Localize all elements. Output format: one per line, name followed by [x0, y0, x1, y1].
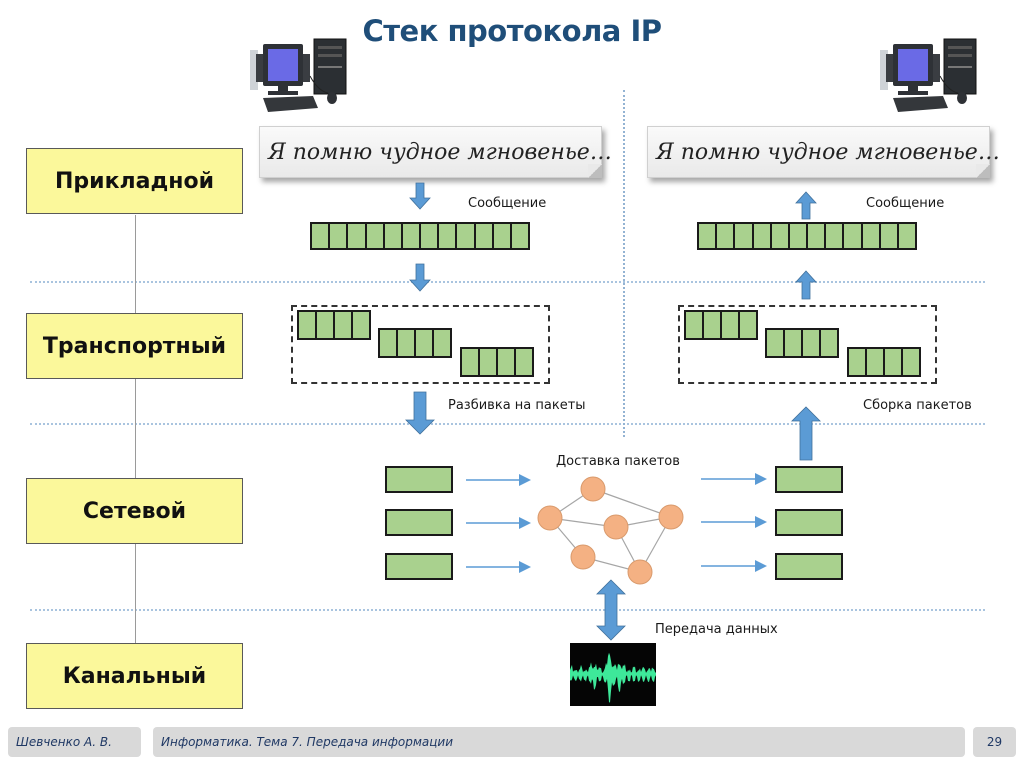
layer-application: Прикладной [26, 148, 243, 214]
packet-group [847, 347, 921, 377]
arrow-down-icon [409, 263, 431, 292]
message-cell [398, 330, 416, 356]
message-cell [849, 349, 867, 375]
packet-group [460, 347, 534, 377]
message-cell [494, 224, 512, 248]
footer-author: Шевченко А. В. [8, 727, 141, 757]
message-cell [790, 224, 809, 248]
network-node [658, 504, 684, 530]
layer-divider [30, 281, 985, 283]
split-label: Разбивка на пакеты [448, 398, 586, 413]
message-cell [403, 224, 422, 248]
receiver-network-packet [775, 466, 843, 493]
layer-divider [30, 609, 985, 611]
network-node [627, 559, 653, 585]
message-cell [863, 224, 881, 248]
layer-network: Сетевой [26, 478, 243, 544]
receiver-packets-box [678, 305, 937, 384]
message-cell [480, 349, 498, 375]
footer-course: Информатика. Тема 7. Передача информации [153, 727, 965, 757]
page-fold-icon [588, 164, 602, 178]
message-cell [722, 312, 740, 338]
page-fold-icon [976, 164, 990, 178]
receiver-message-label: Сообщение [866, 196, 945, 211]
message-cell [498, 349, 516, 375]
double-arrow-icon [596, 579, 626, 641]
message-cell [312, 224, 331, 248]
message-cell [367, 224, 385, 248]
network-node [570, 544, 596, 570]
receiver-message-text: Я помню чудное мгновенье… [656, 139, 1000, 165]
message-cell [803, 330, 821, 356]
receiver-network-packet [775, 509, 843, 536]
message-cell [385, 224, 403, 248]
sender-message-note: Я помню чудное мгновенье… [259, 126, 612, 178]
message-cell [767, 330, 785, 356]
slide-title: Стек протокола IP [362, 14, 662, 48]
message-cell [844, 224, 863, 248]
network-link [592, 488, 672, 518]
sender-network-packet [385, 509, 453, 536]
message-cell [416, 330, 434, 356]
network-graph [537, 476, 684, 585]
message-cell [380, 330, 398, 356]
arrow-up-icon [795, 191, 817, 220]
layer-divider [30, 423, 985, 425]
sender-packets-box [291, 305, 550, 384]
sender-network-packet [385, 553, 453, 580]
message-cell [462, 349, 480, 375]
arrow-up-icon [791, 406, 821, 461]
packet-group [297, 310, 371, 340]
sender-computer-icon [248, 36, 353, 120]
arrow-down-icon [405, 391, 435, 435]
message-cell [699, 224, 718, 248]
assembly-label: Сборка пакетов [863, 398, 972, 413]
message-cell [808, 224, 827, 248]
network-node [537, 505, 563, 531]
network-node [603, 514, 629, 540]
message-cell [317, 312, 335, 338]
message-cell [335, 312, 353, 338]
message-cell [885, 349, 903, 375]
page-number: 29 [973, 727, 1016, 757]
layer-transport: Транспортный [26, 313, 243, 379]
waveform-signal-icon [570, 643, 656, 706]
message-cell [754, 224, 772, 248]
message-cell [457, 224, 476, 248]
message-cell [299, 312, 317, 338]
message-cell [330, 224, 349, 248]
delivery-label: Доставка пакетов [556, 454, 680, 469]
message-cell [785, 330, 803, 356]
receiver-network-packet [775, 553, 843, 580]
message-cell [735, 224, 754, 248]
receiver-computer-icon [878, 36, 983, 120]
layer-link: Канальный [26, 643, 243, 709]
network-node [580, 476, 606, 502]
message-cell [881, 224, 899, 248]
packet-group [684, 310, 758, 340]
message-cell [826, 224, 845, 248]
message-cell [867, 349, 885, 375]
transmission-label: Передача данных [655, 622, 778, 637]
sender-message-text: Я помню чудное мгновенье… [268, 139, 612, 165]
packet-group [378, 328, 452, 358]
sender-message-cells [310, 222, 530, 250]
arrow-up-icon [795, 270, 817, 300]
packet-group [765, 328, 839, 358]
message-cell [439, 224, 458, 248]
message-cell [348, 224, 367, 248]
arrow-down-icon [409, 182, 431, 210]
receiver-message-note: Я помню чудное мгновенье… [647, 126, 1000, 178]
receiver-message-cells [697, 222, 917, 250]
sender-message-label: Сообщение [468, 196, 547, 211]
message-cell [717, 224, 736, 248]
layer-connector [135, 215, 136, 645]
host-divider [623, 90, 625, 437]
message-cell [704, 312, 722, 338]
message-cell [421, 224, 440, 248]
message-cell [686, 312, 704, 338]
message-cell [476, 224, 494, 248]
sender-network-packet [385, 466, 453, 493]
message-cell [772, 224, 790, 248]
